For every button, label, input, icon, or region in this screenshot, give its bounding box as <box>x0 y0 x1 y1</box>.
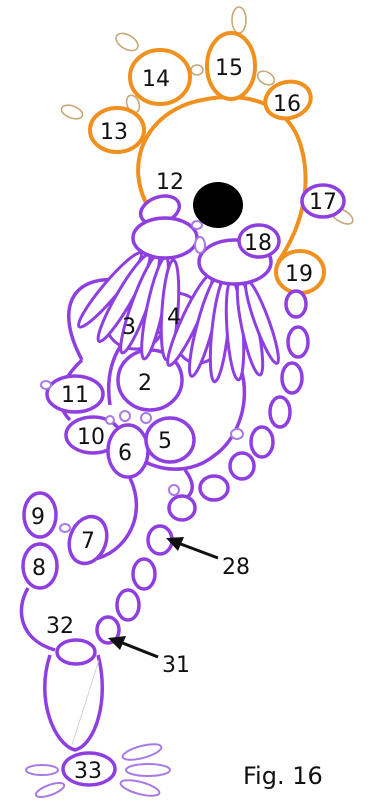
ring-14-shape <box>128 48 192 106</box>
label-33: 33 <box>74 759 102 784</box>
label-12: 12 <box>156 170 184 195</box>
ring-17-shape <box>300 183 346 219</box>
label-4: 4 <box>167 305 181 330</box>
ring-13-shape <box>88 106 146 154</box>
ring-7-shape <box>67 514 109 566</box>
label-2: 2 <box>138 371 152 396</box>
tail-loop <box>43 654 104 752</box>
label-3: 3 <box>122 315 136 340</box>
arrow-31 <box>108 636 159 659</box>
label-10: 10 <box>77 425 105 450</box>
ring-32-shape <box>55 638 97 666</box>
tail-picots <box>25 743 171 798</box>
label-8: 8 <box>32 556 46 581</box>
right-petal-fan <box>166 273 280 384</box>
label-5: 5 <box>158 429 172 454</box>
label-18: 18 <box>244 231 272 256</box>
arrow-28 <box>166 537 219 560</box>
ring-5-shape <box>144 416 196 464</box>
ring-33-shape <box>61 751 117 787</box>
orange-motif <box>60 6 354 295</box>
thin-thread <box>71 659 100 746</box>
right-bead-chain <box>95 289 310 645</box>
label-9: 9 <box>31 505 45 530</box>
ring-9-shape <box>22 491 58 539</box>
label-17: 17 <box>309 190 337 215</box>
label-28: 28 <box>222 555 250 580</box>
label-11: 11 <box>61 383 89 408</box>
label-6: 6 <box>118 441 132 466</box>
label-13: 13 <box>100 120 128 145</box>
ring-11-shape <box>45 374 105 414</box>
lower-left-chain <box>19 587 56 652</box>
ring-15-shape <box>205 31 257 101</box>
purple-motif <box>19 183 346 798</box>
ring-16-shape <box>263 79 313 121</box>
join-picots <box>40 220 244 533</box>
label-19: 19 <box>285 262 313 287</box>
orange-picots <box>60 6 354 225</box>
label-15: 15 <box>215 56 243 81</box>
label-32: 32 <box>46 614 74 639</box>
label-31: 31 <box>162 653 190 678</box>
label-14: 14 <box>142 67 170 92</box>
ring-8-shape <box>21 542 59 590</box>
ring-labels: 2 3 4 5 6 7 8 9 10 11 12 13 14 15 16 17 … <box>31 56 337 784</box>
ring-18-shape <box>237 223 281 259</box>
black-bead <box>193 182 243 228</box>
head-arc-left <box>131 216 199 260</box>
label-7: 7 <box>81 529 95 554</box>
figure-caption: Fig. 16 <box>243 762 323 790</box>
label-16: 16 <box>273 92 301 117</box>
left-petal-fan <box>77 251 181 362</box>
